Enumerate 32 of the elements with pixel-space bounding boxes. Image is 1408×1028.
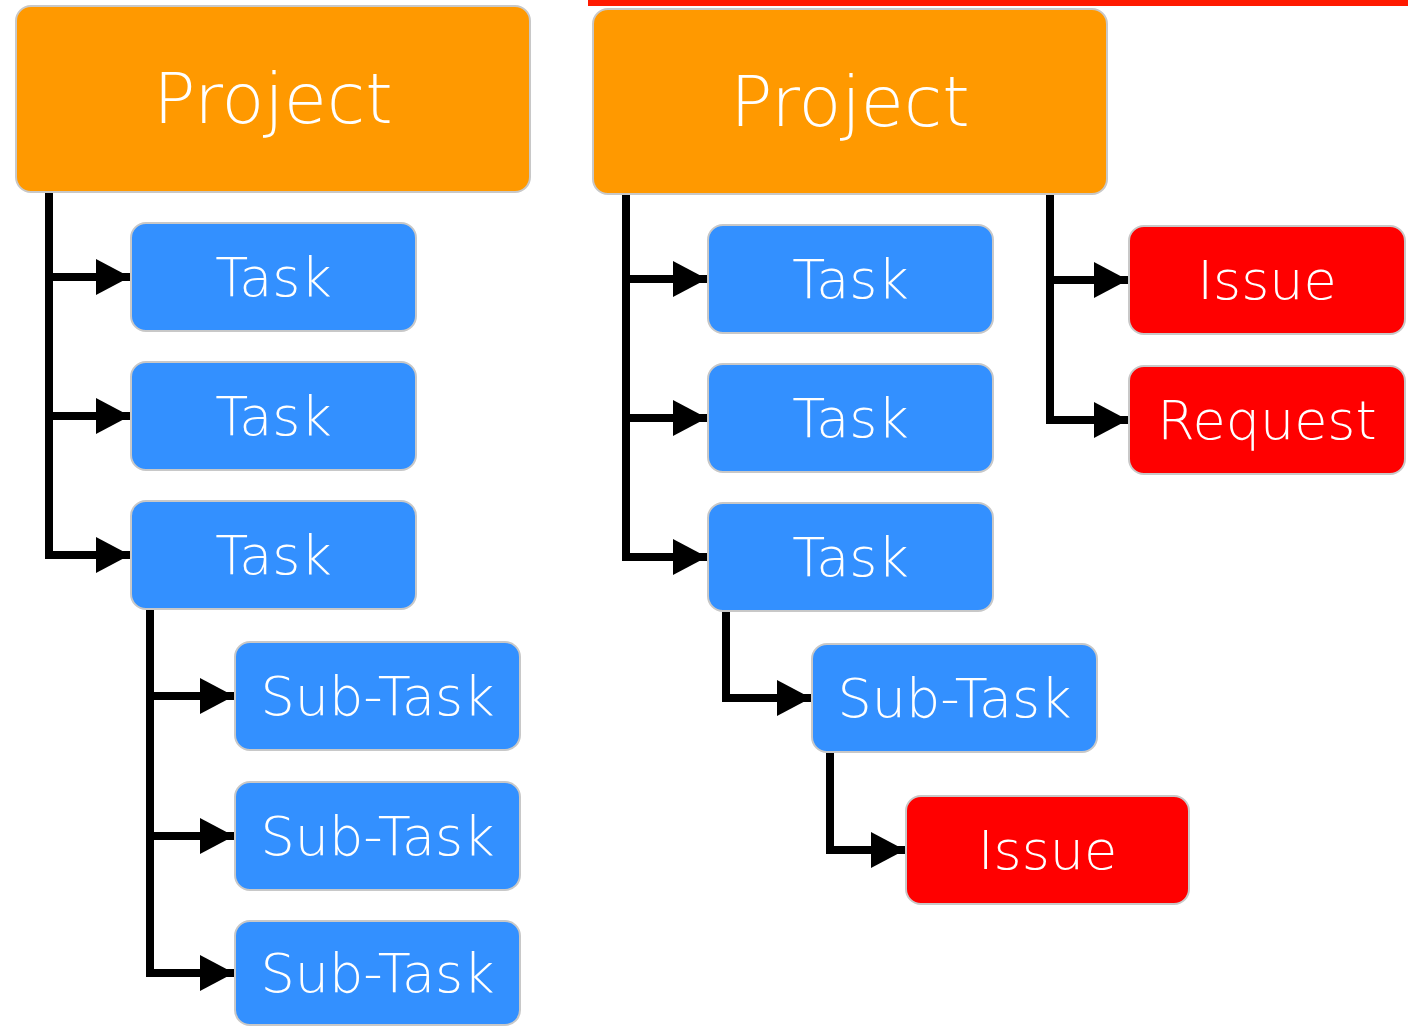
project-box [15,5,531,193]
box-label: Task [215,384,332,448]
box-label: Project [730,60,970,143]
box-label: Issue [1197,248,1337,312]
box-label: Request [1157,388,1377,452]
box-label: Task [215,245,332,309]
task-box [234,781,521,891]
task-box [130,500,417,610]
box-label: Issue [977,818,1118,882]
box-label: Task [792,247,909,311]
project-box [592,8,1108,195]
elbow-arrow [826,753,905,868]
box-label: Sub-Task [260,804,495,868]
issue-box [905,795,1190,905]
issue-box [1128,365,1406,475]
task-box [234,920,521,1026]
task-box [811,643,1098,753]
task-box [234,641,521,751]
box-label: Project [153,58,393,140]
task-box [707,224,994,334]
box-label: Task [792,525,909,589]
box-label: Sub-Task [837,666,1072,730]
box-label: Task [792,386,909,450]
issue-box [1128,225,1406,335]
box-label: Sub-Task [260,941,495,1005]
task-box [707,502,994,612]
box-label: Sub-Task [260,664,495,728]
task-box [707,363,994,473]
task-box [130,361,417,471]
box-label: Task [215,523,332,587]
elbow-arrow [722,612,811,716]
task-box [130,222,417,332]
